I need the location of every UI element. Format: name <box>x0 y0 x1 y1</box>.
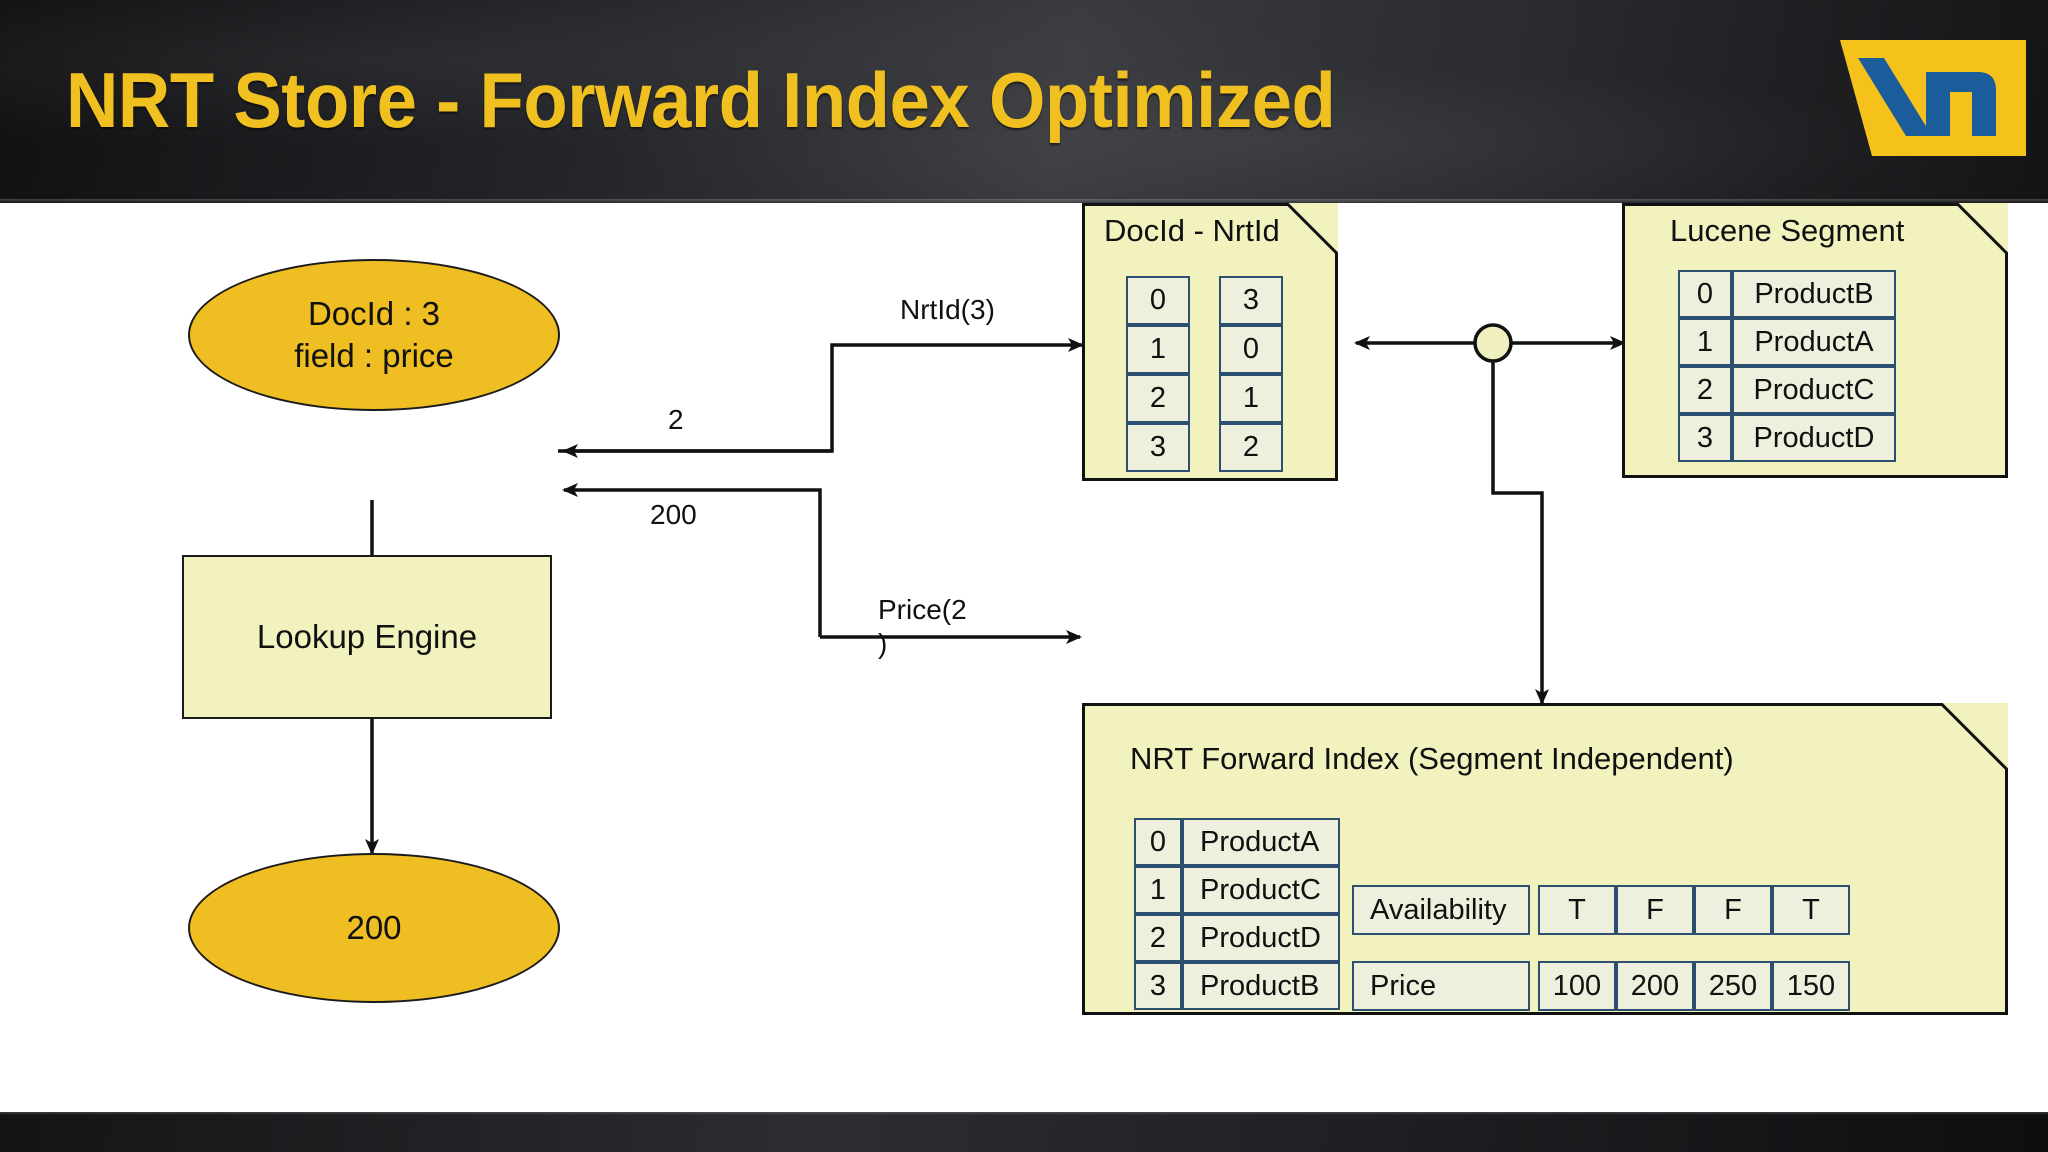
segment-row-id: 1 <box>1678 318 1732 366</box>
fwd-row-id: 2 <box>1134 914 1182 962</box>
fwd-row-value: ProductB <box>1182 962 1340 1010</box>
edge-junction-to-forward-index <box>1491 361 1549 705</box>
page-title: NRT Store - Forward Index Optimized <box>66 56 1336 144</box>
docid-cell: 3 <box>1126 423 1190 472</box>
field-value-cell: 250 <box>1694 961 1772 1011</box>
nrtid-cell: 0 <box>1219 325 1283 374</box>
nrtid-cell: 3 <box>1219 276 1283 325</box>
field-name-cell: Availability <box>1352 885 1530 935</box>
field-value-cell: T <box>1538 885 1616 935</box>
field-value-cell: 150 <box>1772 961 1850 1011</box>
field-value-cell: F <box>1694 885 1772 935</box>
lookup-engine-label: Lookup Engine <box>256 618 478 655</box>
segment-row-value: ProductC <box>1732 366 1896 414</box>
edge-label-nrtid-response: 2 <box>668 404 684 435</box>
request-node: DocId : 3 field : price <box>188 259 560 411</box>
junction-node <box>1473 323 1513 363</box>
segment-row-value: ProductB <box>1732 270 1896 318</box>
ln-logo-icon <box>1840 40 2026 156</box>
edge-nrtid-request <box>558 338 1084 453</box>
nrt-forward-index-panel-title: NRT Forward Index (Segment Independent) <box>1130 741 1734 776</box>
docid-cell: 0 <box>1126 276 1190 325</box>
nrtid-cell: 1 <box>1219 374 1283 423</box>
slide-footer <box>0 1112 2048 1152</box>
request-node-line1: DocId : 3 <box>307 295 441 332</box>
edge-label-price-request: Price(2 ) <box>878 594 967 659</box>
segment-row-value: ProductA <box>1732 318 1896 366</box>
field-value-cell: T <box>1772 885 1850 935</box>
diagram-canvas: DocId : 3 field : price Lookup Engine 20… <box>0 203 2048 1112</box>
docid-cell: 1 <box>1126 325 1190 374</box>
lookup-engine-node: Lookup Engine <box>182 555 552 719</box>
fwd-row-value: ProductD <box>1182 914 1340 962</box>
nrt-forward-index-panel: NRT Forward Index (Segment Independent) … <box>1082 703 2008 1015</box>
segment-row-id: 2 <box>1678 366 1732 414</box>
lucene-segment-panel-title: Lucene Segment <box>1670 213 1905 248</box>
result-node: 200 <box>188 853 560 1003</box>
field-value-cell: 200 <box>1616 961 1694 1011</box>
slide-header: NRT Store - Forward Index Optimized <box>0 0 2048 203</box>
fwd-row-value: ProductC <box>1182 866 1340 914</box>
edge-price-response <box>562 483 822 637</box>
field-value-cell: 100 <box>1538 961 1616 1011</box>
edge-label-price-response: 200 <box>650 499 697 530</box>
nrtid-cell: 2 <box>1219 423 1283 472</box>
fwd-row-value: ProductA <box>1182 818 1340 866</box>
result-node-label: 200 <box>346 909 402 946</box>
edge-label-nrtid-request: NrtId(3) <box>900 294 995 325</box>
fwd-row-id: 1 <box>1134 866 1182 914</box>
docid-cell: 2 <box>1126 374 1190 423</box>
fwd-row-id: 0 <box>1134 818 1182 866</box>
segment-row-id: 0 <box>1678 270 1732 318</box>
docid-nrtid-panel: DocId - NrtId 0 1 2 3 3 0 1 2 <box>1082 203 1338 481</box>
field-value-cell: F <box>1616 885 1694 935</box>
field-name-cell: Price <box>1352 961 1530 1011</box>
fwd-row-id: 3 <box>1134 962 1182 1010</box>
request-node-line2: field : price <box>294 337 454 374</box>
segment-row-id: 3 <box>1678 414 1732 462</box>
lucene-segment-panel: Lucene Segment 0 ProductB 1 ProductA 2 P… <box>1622 203 2008 478</box>
docid-nrtid-panel-title: DocId - NrtId <box>1104 213 1280 248</box>
connector-layer <box>365 323 1626 855</box>
segment-row-value: ProductD <box>1732 414 1896 462</box>
